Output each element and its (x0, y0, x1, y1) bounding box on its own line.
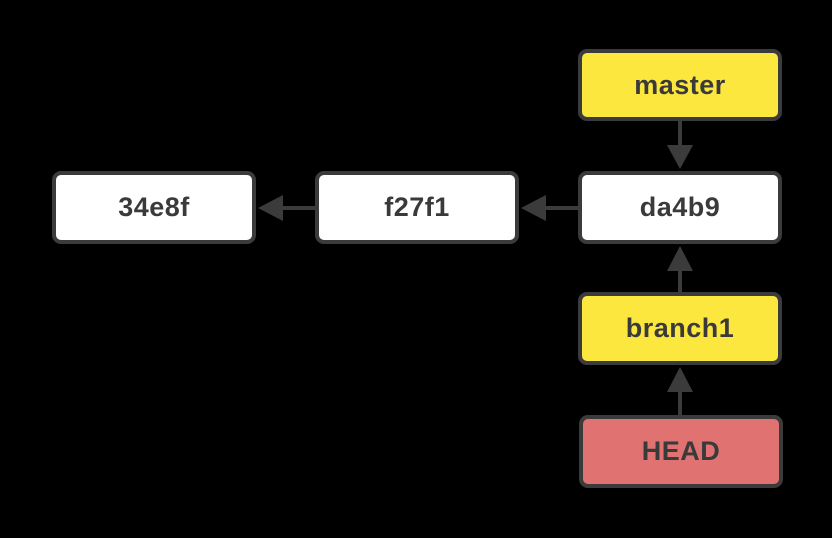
arrow-da4b9-to-f27f1 (521, 195, 578, 221)
commit-node-34e8f-text: 34e8f (118, 192, 190, 222)
branch-label-master-text: master (634, 69, 726, 100)
arrow-head-to-branch1 (667, 367, 693, 415)
head-pointer: HEAD (579, 415, 783, 488)
commit-node-34e8f: 34e8f (52, 171, 256, 244)
arrow-branch1-to-da4b9 (667, 246, 693, 292)
commit-node-da4b9-text: da4b9 (639, 192, 721, 222)
commit-node-f27f1: f27f1 (315, 171, 519, 244)
branch-label-branch1: branch1 (578, 292, 782, 365)
commit-node-da4b9: da4b9 (578, 171, 782, 244)
head-pointer-text: HEAD (641, 436, 721, 466)
arrow-f27f1-to-34e8f (258, 195, 315, 221)
arrow-master-to-da4b9 (667, 121, 693, 169)
commit-node-f27f1-text: f27f1 (384, 192, 450, 222)
branch-label-master: master (578, 49, 782, 121)
branch-label-branch1-text: branch1 (625, 313, 735, 343)
